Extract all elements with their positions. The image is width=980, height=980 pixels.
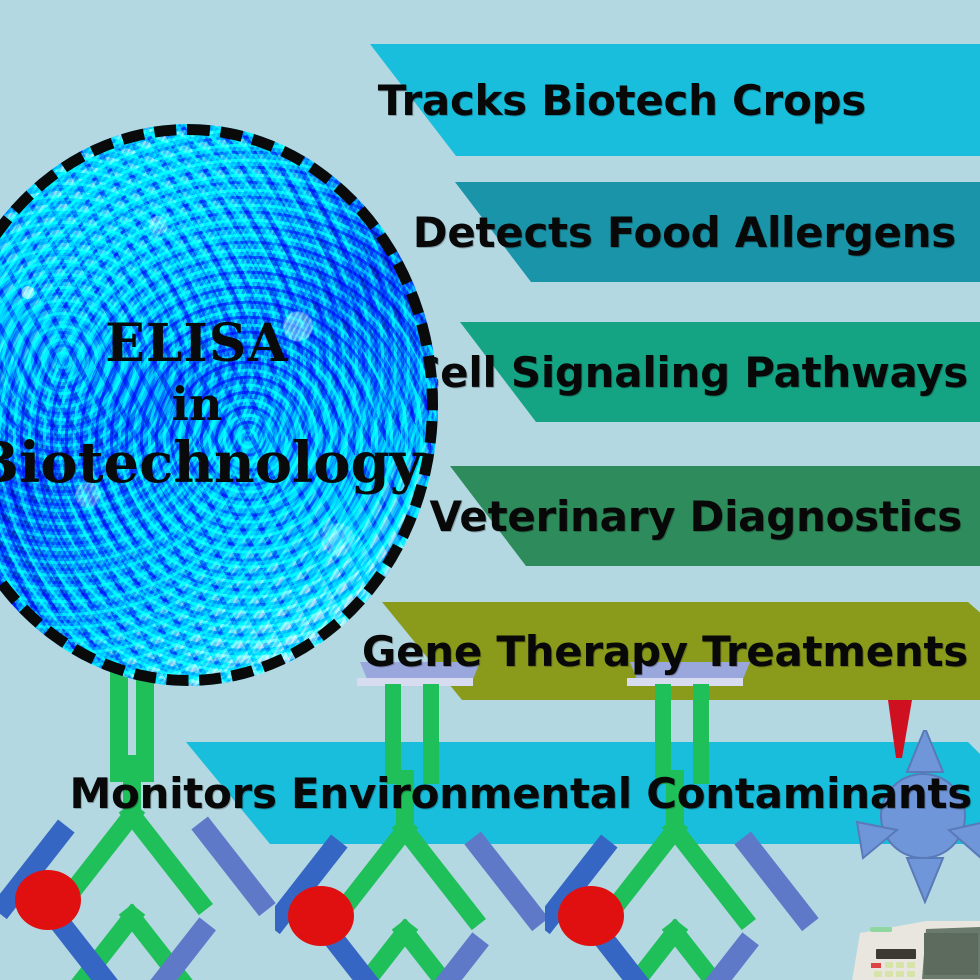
red-marker-icon <box>888 700 912 758</box>
badge-title-line2: in <box>171 376 223 431</box>
banner-monitors-environmental-contaminants[interactable]: Monitors Environmental Contaminants <box>69 742 980 844</box>
banner-shape <box>186 742 980 844</box>
banner-label: Cell Signaling Pathways <box>409 347 969 397</box>
banner-shape <box>382 602 980 700</box>
banner-veterinary-diagnostics[interactable]: Veterinary Diagnostics <box>429 466 980 566</box>
badge-title-line1: ELISA <box>105 313 289 375</box>
banner-gene-therapy-treatments[interactable]: Gene Therapy Treatments <box>362 602 980 700</box>
banner-label: Tracks Biotech Crops <box>377 75 867 125</box>
banner-label: Veterinary Diagnostics <box>429 491 962 541</box>
banner-cell-signaling-pathways[interactable]: Cell Signaling Pathways <box>410 322 980 422</box>
badge-title-line3: Biotechnology <box>0 430 423 497</box>
badge-image-clip <box>0 124 438 686</box>
elisa-plate-reader <box>852 921 980 980</box>
antibody-group-3 <box>545 662 819 980</box>
banner-shape <box>370 44 980 156</box>
starburst-icon <box>855 730 980 905</box>
banner-shape <box>460 322 980 422</box>
microscopy-texture-image <box>0 124 438 686</box>
banner-detects-food-allergens[interactable]: Detects Food Allergens <box>413 182 980 282</box>
antibody-group-1 <box>0 655 276 980</box>
badge-title: ELISA in Biotechnology <box>0 124 438 686</box>
banner-shape <box>450 466 980 566</box>
banner-label: Monitors Environmental Contaminants <box>69 768 972 818</box>
banner-tracks-biotech-crops[interactable]: Tracks Biotech Crops <box>370 44 980 156</box>
banner-shape <box>455 182 980 282</box>
banner-label: Gene Therapy Treatments <box>361 626 968 676</box>
elisa-in-biotechnology-badge: ELISA in Biotechnology <box>0 124 438 686</box>
banner-label: Detects Food Allergens <box>412 207 957 257</box>
